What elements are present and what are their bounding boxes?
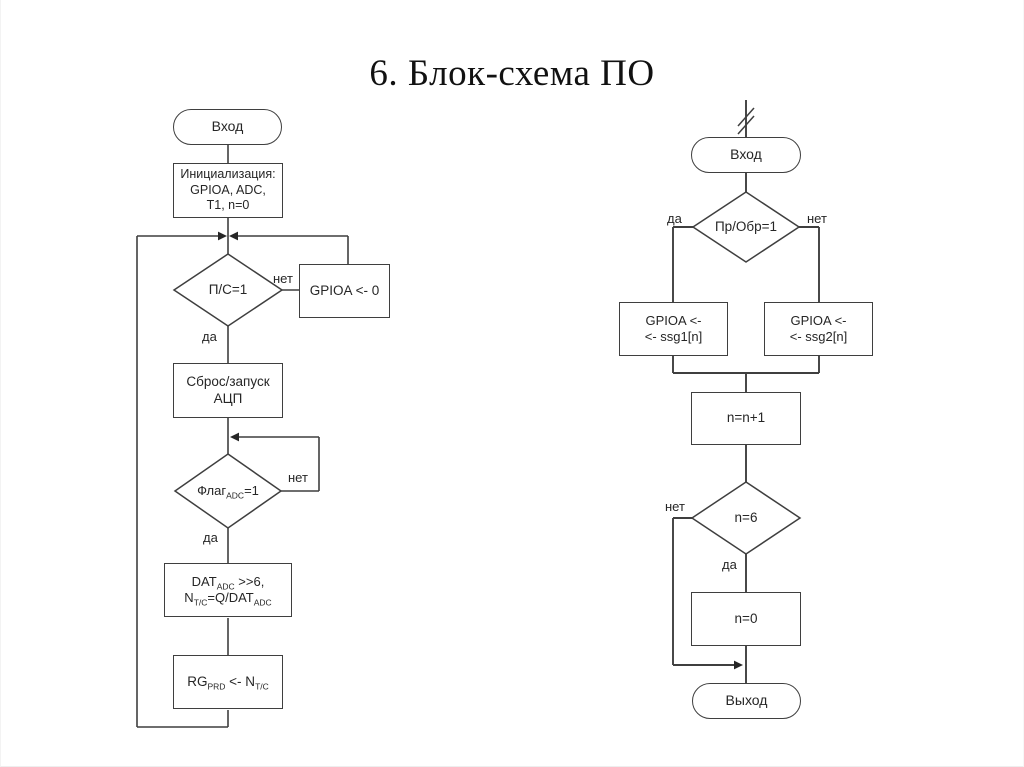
increment-process: n=n+1 [691, 392, 801, 445]
arrowhead-n6-loop [734, 660, 743, 670]
left-entry-label: Вход [211, 118, 244, 135]
gpioa-reset-label: GPIOA <- 0 [309, 282, 380, 298]
rg-text: RG [187, 673, 208, 689]
page-title: 6. Блок-схема ПО [369, 53, 655, 94]
decision-diamonds [172, 191, 802, 555]
right-entry-terminator: Вход [691, 137, 801, 173]
right-exit-label: Выход [725, 692, 768, 709]
left-entry-terminator: Вход [173, 109, 282, 145]
dat-line2: NT/C=Q/DATADC [184, 590, 272, 608]
flag-yes-label: да [203, 530, 218, 545]
ssg1-process: GPIOA <- <- ssg1[n] [619, 302, 728, 356]
rg-sub2: T/C [255, 681, 269, 692]
dat-l2-text2: =Q/DAT [207, 590, 254, 605]
init-line3: T1, n=0 [206, 198, 250, 213]
n6-decision-diamond [690, 481, 802, 555]
ps-no-label: нет [273, 271, 293, 286]
dat-l1-sub: ADC [216, 581, 235, 592]
ps-decision-diamond [172, 253, 284, 327]
ssg1-line2: <- ssg1[n] [644, 329, 703, 344]
ps-decision-text: П/С=1 [208, 282, 248, 297]
mode-decision-label: Пр/Обр=1 [696, 219, 796, 234]
ssg1-line1: GPIOA <- [645, 312, 702, 328]
dat-l1-text: DAT [191, 573, 217, 589]
gpioa-reset-process: GPIOA <- 0 [299, 264, 390, 318]
adc-start-line1: Сброс/запуск [186, 373, 270, 389]
adc-start-process: Сброс/запуск АЦП [173, 363, 283, 418]
ps-decision-label: П/С=1 [178, 282, 278, 297]
init-line2: GPIOA, ADC, [190, 182, 266, 197]
right-flow-lines [672, 100, 820, 683]
n6-no-label: нет [665, 499, 685, 514]
n6-decision-text: n=6 [734, 510, 758, 525]
n-reset-label: n=0 [734, 610, 758, 626]
dat-l1-text2: >>6, [234, 573, 265, 589]
right-entry-label: Вход [730, 146, 762, 163]
flag-decision-diamond [173, 453, 283, 529]
arrowhead-junction-right [229, 231, 238, 241]
flag-text2: =1 [244, 483, 259, 498]
dat-process: DATADC >>6, NT/C=Q/DATADC [164, 563, 292, 617]
mode-yes-label: да [667, 211, 682, 226]
mode-decision-diamond [691, 191, 801, 263]
left-connectors [136, 145, 349, 728]
right-exit-terminator: Выход [692, 683, 801, 719]
n-reset-process: n=0 [691, 592, 801, 646]
right-connectors [672, 100, 820, 683]
left-flow-lines [136, 145, 349, 728]
rg-text2: <- N [225, 673, 256, 689]
mode-decision-text: Пр/Обр=1 [714, 219, 778, 234]
dat-l2-sub: T/C [193, 597, 208, 608]
rg-sub: PRD [207, 681, 226, 692]
n6-yes-label: да [722, 557, 737, 572]
ssg2-line2: <- ssg2[n] [789, 329, 848, 344]
flag-no-label: нет [288, 470, 308, 485]
ssg2-process: GPIOA <- <- ssg2[n] [764, 302, 873, 356]
dat-l2-text: N [184, 590, 194, 605]
flag-sub: ADC [226, 490, 245, 501]
ssg2-line1: GPIOA <- [790, 312, 847, 328]
ps-yes-label: да [202, 329, 217, 344]
arrowheads [218, 231, 743, 670]
left-init-process: Инициализация: GPIOA, ADC, T1, n=0 [173, 163, 283, 218]
flag-text: Флаг [197, 483, 227, 498]
arrowhead-flag-loop [230, 432, 239, 442]
dat-l2-sub2: ADC [253, 597, 272, 608]
rg-line: RGPRD <- NT/C [187, 674, 269, 691]
n6-decision-label: n=6 [696, 510, 796, 525]
mode-no-label: нет [807, 211, 827, 226]
increment-label: n=n+1 [726, 410, 766, 426]
dat-line1: DATADC >>6, [191, 573, 265, 592]
flag-decision-label: ФлагADC=1 [173, 483, 283, 501]
init-line1: Инициализация: [180, 167, 276, 182]
adc-start-line2: АЦП [213, 390, 243, 406]
arrowhead-junction-left [218, 231, 227, 241]
interrupt-marks-icon [737, 107, 755, 135]
rg-process: RGPRD <- NT/C [173, 655, 283, 709]
